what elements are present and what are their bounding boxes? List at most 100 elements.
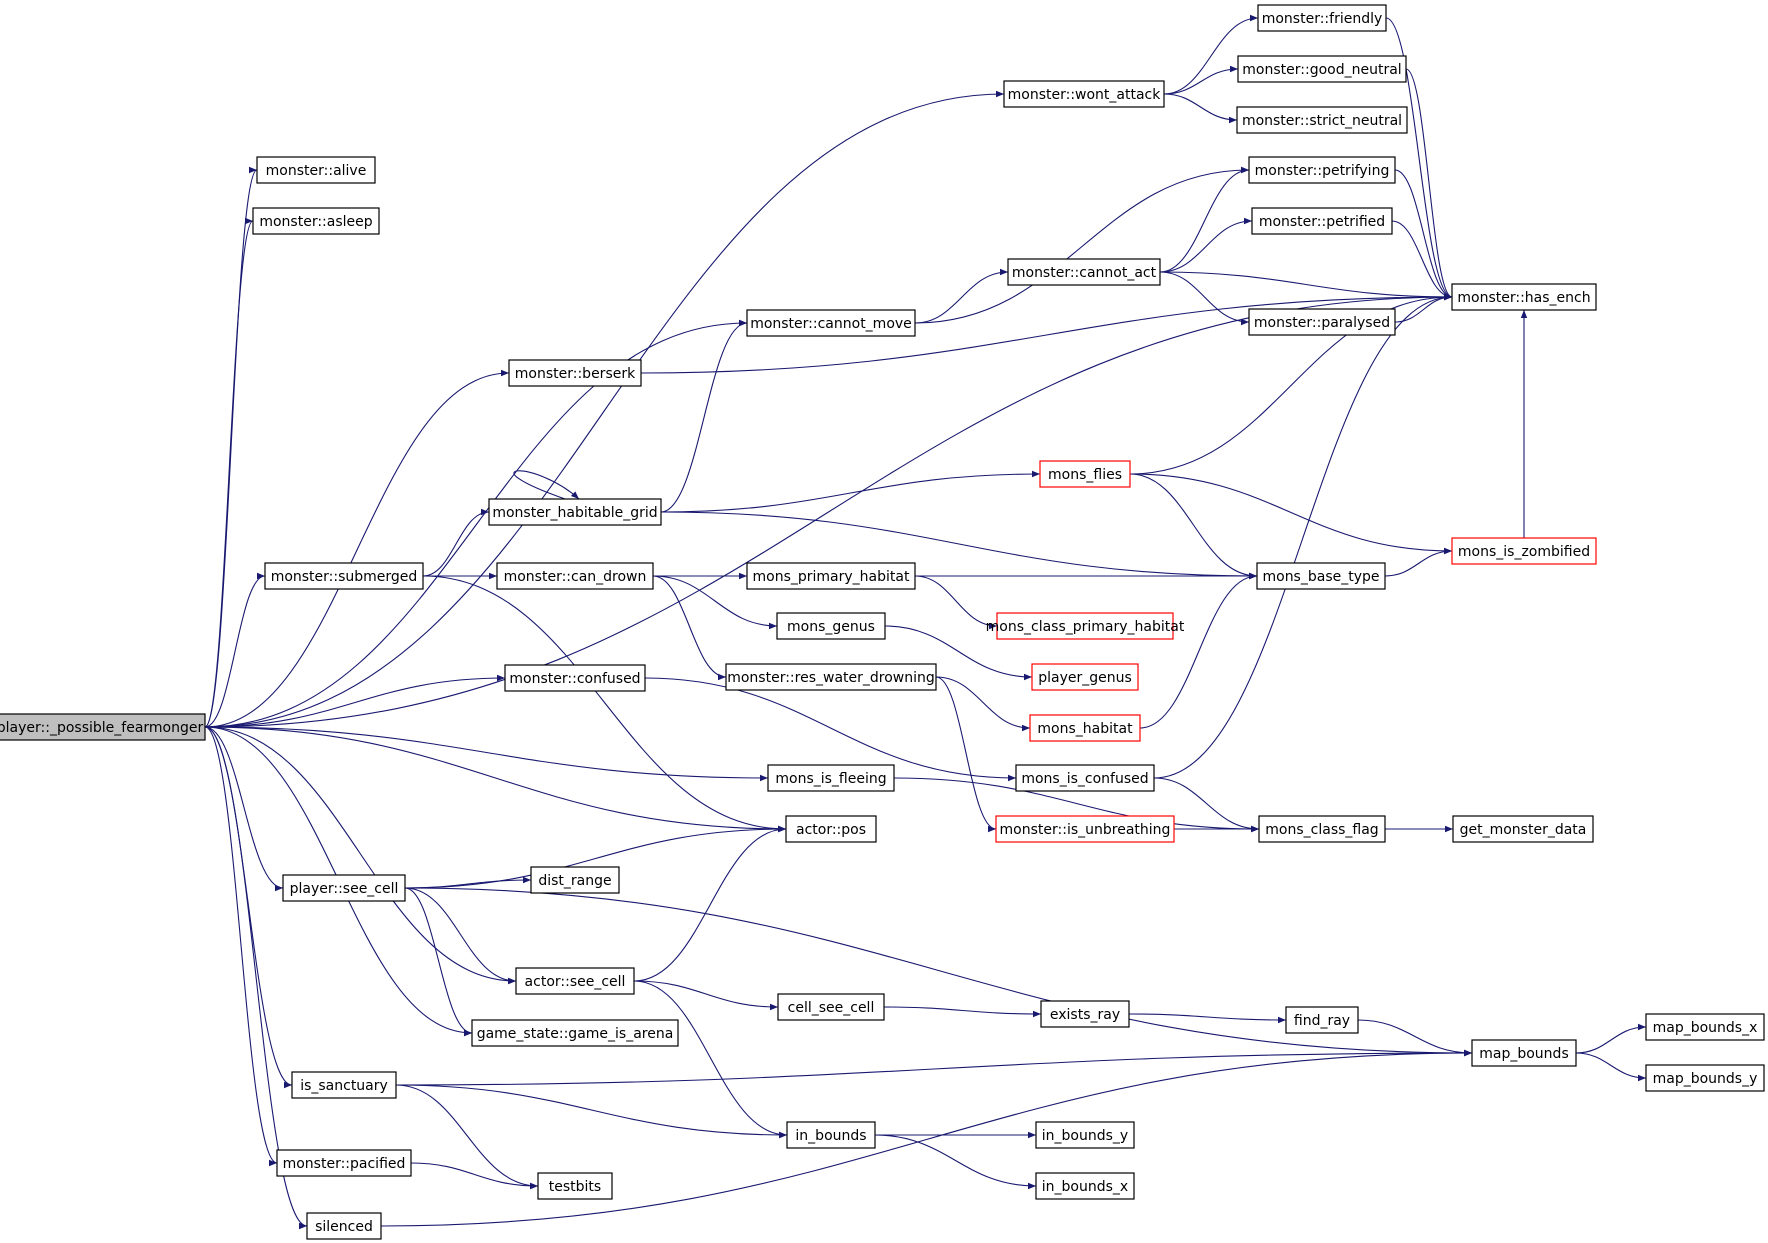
node-wont-attack[interactable]: monster::wont_attack — [1003, 80, 1165, 108]
node-box — [1645, 1064, 1765, 1092]
node-box — [1029, 714, 1141, 742]
node-map-bounds[interactable]: map_bounds — [1471, 1039, 1577, 1067]
edge-friendly-to-has_ench — [1385, 17, 1453, 301]
node-box — [0, 713, 206, 741]
edge-mons_flies-to-is_zombified — [1129, 473, 1453, 555]
node-silenced[interactable]: silenced — [306, 1212, 382, 1240]
edge-map_bounds-to-map_bounds_x — [1575, 1023, 1647, 1054]
node-is-fleeing[interactable]: mons_is_fleeing — [767, 764, 895, 792]
node-label: get_monster_data — [1460, 822, 1587, 838]
node-asleep[interactable]: monster::asleep — [252, 207, 380, 235]
node-find-ray[interactable]: find_ray — [1285, 1006, 1359, 1034]
node-box — [252, 207, 380, 235]
node-box — [1035, 1121, 1135, 1149]
node-is-zombified[interactable]: mons_is_zombified — [1451, 537, 1597, 565]
edge-in_bounds-to-in_bounds_x — [874, 1134, 1037, 1190]
edge-root-to-wont_attack — [204, 90, 1005, 728]
node-cannot-act[interactable]: monster::cannot_act — [1007, 258, 1161, 286]
edge-root-to-is_fleeing — [204, 726, 769, 782]
node-label: mons_is_confused — [1021, 771, 1148, 787]
node-label: map_bounds_x — [1653, 1020, 1758, 1036]
node-label: game_state::game_is_arena — [477, 1026, 674, 1042]
node-label: monster::submerged — [271, 569, 418, 585]
node-cannot-move[interactable]: monster::cannot_move — [746, 309, 916, 337]
node-dist-range[interactable]: dist_range — [530, 866, 620, 894]
node-is-sanctuary[interactable]: is_sanctuary — [291, 1071, 397, 1099]
node-root[interactable]: player::_possible_fearmonger — [0, 713, 206, 741]
node-actor-pos[interactable]: actor::pos — [785, 815, 877, 843]
node-map-bounds-y[interactable]: map_bounds_y — [1645, 1064, 1765, 1092]
edge-root-to-asleep — [204, 217, 254, 728]
node-box — [264, 562, 424, 590]
node-petrified[interactable]: monster::petrified — [1251, 207, 1393, 235]
node-class-primary-habitat[interactable]: mons_class_primary_habitat — [986, 612, 1185, 640]
node-paralysed[interactable]: monster::paralysed — [1248, 308, 1396, 336]
node-mons-habitat[interactable]: mons_habitat — [1029, 714, 1141, 742]
node-box — [282, 874, 406, 902]
node-box — [1256, 562, 1386, 590]
node-good-neutral[interactable]: monster::good_neutral — [1237, 55, 1407, 83]
edge-mons_flies-to-has_ench — [1129, 293, 1453, 475]
node-berserk[interactable]: monster::berserk — [508, 359, 642, 387]
node-label: find_ray — [1294, 1013, 1350, 1029]
edge-root-to-pacified — [204, 726, 278, 1167]
node-label: monster::paralysed — [1254, 315, 1390, 331]
node-label: monster_habitable_grid — [492, 505, 657, 521]
node-submerged[interactable]: monster::submerged — [264, 562, 424, 590]
node-testbits[interactable]: testbits — [537, 1172, 613, 1200]
node-primary-habitat[interactable]: mons_primary_habitat — [746, 562, 916, 590]
node-confused[interactable]: monster::confused — [504, 664, 646, 692]
node-habitable-grid[interactable]: monster_habitable_grid — [488, 498, 662, 526]
edge-pacified-to-testbits — [410, 1162, 539, 1190]
node-box — [1451, 537, 1597, 565]
node-box — [1031, 663, 1139, 691]
node-box — [1007, 258, 1161, 286]
node-mons-flies[interactable]: mons_flies — [1039, 460, 1131, 488]
node-label: mons_primary_habitat — [753, 569, 910, 585]
node-petrifying[interactable]: monster::petrifying — [1248, 156, 1396, 184]
node-get-monster-data[interactable]: get_monster_data — [1452, 815, 1594, 843]
node-box — [291, 1071, 397, 1099]
node-mons-genus[interactable]: mons_genus — [776, 612, 886, 640]
node-label: monster::petrified — [1259, 214, 1385, 230]
node-box — [1285, 1006, 1359, 1034]
edge-map_bounds-to-map_bounds_y — [1575, 1052, 1647, 1082]
node-cell-see-cell[interactable]: cell_see_cell — [777, 993, 885, 1021]
node-box — [777, 993, 885, 1021]
node-player-genus[interactable]: player_genus — [1031, 663, 1139, 691]
node-label: mons_class_primary_habitat — [986, 619, 1185, 635]
node-class-flag[interactable]: mons_class_flag — [1258, 815, 1386, 843]
node-game-is-arena[interactable]: game_state::game_is_arena — [471, 1019, 679, 1047]
node-res-water-drowning[interactable]: monster::res_water_drowning — [725, 663, 937, 691]
node-label: map_bounds_y — [1653, 1071, 1758, 1087]
node-is-confused[interactable]: mons_is_confused — [1015, 764, 1155, 792]
node-label: mons_flies — [1048, 467, 1122, 483]
node-strict-neutral[interactable]: monster::strict_neutral — [1236, 106, 1408, 134]
node-has-ench[interactable]: monster::has_ench — [1451, 283, 1597, 311]
edge-actor_see_cell-to-in_bounds — [633, 980, 788, 1139]
node-label: monster::strict_neutral — [1242, 113, 1402, 129]
node-in-bounds[interactable]: in_bounds — [786, 1121, 876, 1149]
edge-see_cell-to-game_is_arena — [404, 887, 473, 1037]
node-is-unbreathing[interactable]: monster::is_unbreathing — [995, 815, 1175, 843]
edge-actor_see_cell-to-cell_see_cell — [633, 980, 779, 1011]
node-base-type[interactable]: mons_base_type — [1256, 562, 1386, 590]
edge-root-to-is_sanctuary — [204, 726, 293, 1089]
node-box — [996, 612, 1174, 640]
node-pacified[interactable]: monster::pacified — [276, 1149, 412, 1177]
node-box — [1237, 55, 1407, 83]
node-actor-see-cell[interactable]: actor::see_cell — [515, 967, 635, 995]
node-label: exists_ray — [1050, 1007, 1120, 1023]
node-label: monster::petrifying — [1255, 163, 1390, 179]
edge-root-to-confused — [204, 674, 506, 728]
node-alive[interactable]: monster::alive — [256, 156, 376, 184]
node-box — [725, 663, 937, 691]
node-map-bounds-x[interactable]: map_bounds_x — [1645, 1013, 1765, 1041]
edge-submerged-to-habitable_grid — [422, 508, 490, 577]
node-in-bounds-y[interactable]: in_bounds_y — [1035, 1121, 1135, 1149]
node-friendly[interactable]: monster::friendly — [1257, 4, 1387, 32]
node-in-bounds-x[interactable]: in_bounds_x — [1035, 1172, 1135, 1200]
node-see-cell[interactable]: player::see_cell — [282, 874, 406, 902]
node-exists-ray[interactable]: exists_ray — [1040, 1000, 1130, 1028]
node-can-drown[interactable]: monster::can_drown — [496, 562, 654, 590]
